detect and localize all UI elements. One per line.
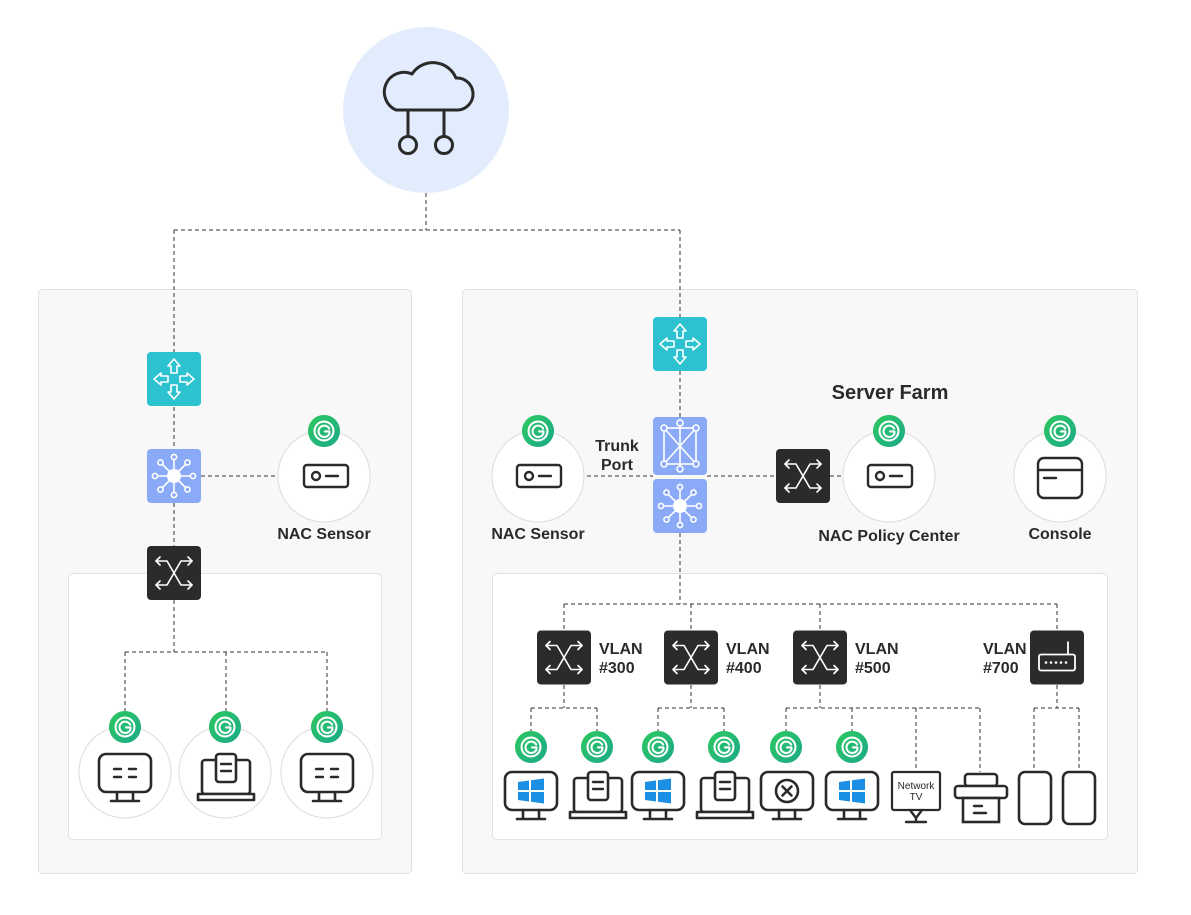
laptop-icon: [695, 770, 755, 820]
left-desktop-2[interactable]: [280, 710, 374, 819]
vlan500-switch-icon[interactable]: [793, 630, 847, 685]
vlan300-label: VLAN #300: [599, 640, 643, 678]
g-agent-badge-icon: [307, 414, 341, 448]
g-agent-badge-icon: [108, 710, 142, 744]
right-router-icon[interactable]: [653, 317, 707, 371]
g-agent-badge-icon: [208, 710, 242, 744]
right-hub-switch-icon[interactable]: [653, 479, 707, 533]
g-agent-badge-icon: [521, 414, 555, 448]
nac-policy-center-label: NAC Policy Center: [818, 528, 960, 545]
vlan700-label: VLAN #700: [983, 640, 1027, 678]
console-window-icon: [1036, 456, 1084, 500]
vlan300-line2: #300: [599, 660, 635, 677]
g-agent-badge-icon: [872, 414, 906, 448]
laptop-icon: [196, 752, 256, 802]
phone-icon-2[interactable]: [1061, 770, 1097, 826]
g-agent-badge-icon: [769, 730, 803, 764]
left-nac-sensor-label: NAC Sensor: [277, 526, 371, 543]
vlan400-line1: VLAN: [726, 641, 770, 658]
vlan300-line1: VLAN: [599, 641, 643, 658]
g-agent-badge-icon: [514, 730, 548, 764]
nac-policy-center-node[interactable]: [842, 414, 936, 523]
network-tv-line2: TV: [909, 792, 923, 803]
g-agent-badge-icon: [707, 730, 741, 764]
right-nac-sensor-label: NAC Sensor: [491, 526, 585, 543]
vlan700-line1: VLAN: [983, 641, 1027, 658]
sensor-device-icon: [515, 463, 563, 489]
left-laptop[interactable]: [178, 710, 272, 819]
network-tv-line1: Network: [897, 781, 935, 792]
trunk-port-line1: Trunk: [595, 438, 639, 455]
right-nac-sensor-node[interactable]: [491, 414, 585, 523]
left-hub-switch-icon[interactable]: [147, 449, 201, 503]
trunk-port-line2: Port: [601, 457, 633, 474]
vlan400-switch-icon[interactable]: [664, 630, 718, 685]
g-agent-badge-icon: [641, 730, 675, 764]
vlan700-access-point-icon[interactable]: [1030, 630, 1084, 685]
vlan300-switch-icon[interactable]: [537, 630, 591, 685]
console-node[interactable]: [1013, 414, 1107, 523]
server-farm-title: Server Farm: [831, 382, 949, 404]
phone-icon-1[interactable]: [1017, 770, 1053, 826]
network-tv-label: Network TV: [898, 781, 935, 803]
g-agent-badge-icon: [835, 730, 869, 764]
left-nac-sensor-node[interactable]: [277, 414, 371, 523]
laptop-icon: [568, 770, 628, 820]
g-agent-badge-icon: [310, 710, 344, 744]
vlan500-line2: #500: [855, 660, 891, 677]
console-label: Console: [1028, 526, 1092, 543]
vlan700-line2: #700: [983, 660, 1019, 677]
trunk-port-label: Trunk Port: [595, 437, 639, 475]
vlan400-line2: #400: [726, 660, 762, 677]
dashed-links: [124, 193, 1080, 772]
vlan500-label: VLAN #500: [855, 640, 899, 678]
sensor-device-icon: [866, 463, 914, 489]
sensor-device-icon: [302, 463, 350, 489]
left-desktop-1[interactable]: [78, 710, 172, 819]
core-switch-icon[interactable]: [653, 417, 707, 475]
left-l2-switch-icon[interactable]: [147, 546, 201, 600]
left-router-icon[interactable]: [147, 352, 201, 406]
server-farm-switch-icon[interactable]: [776, 449, 830, 503]
g-agent-badge-icon: [1043, 414, 1077, 448]
vlan400-label: VLAN #400: [726, 640, 770, 678]
cloud-network-icon: [343, 27, 509, 193]
vlan500-line1: VLAN: [855, 641, 899, 658]
g-agent-badge-icon: [580, 730, 614, 764]
